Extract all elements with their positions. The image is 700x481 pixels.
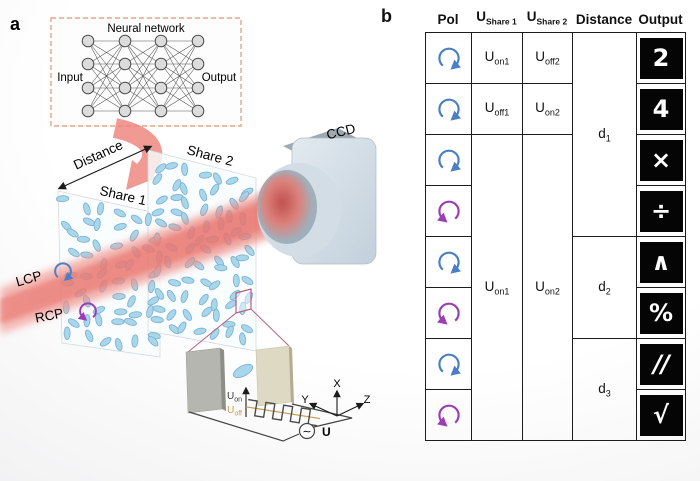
polarization-icon [437, 353, 461, 376]
table-row: √ [425, 389, 686, 441]
polarization-icon [437, 251, 461, 274]
lc-cell-inset: Uon Uoff ∼ U X Y Z [185, 345, 371, 442]
pol-cell [425, 236, 472, 288]
col-header-pol: Pol [437, 11, 459, 27]
distance-arrow [57, 145, 153, 190]
neural-network-title: Neural network [107, 23, 185, 35]
axis-x-label: X [333, 378, 341, 390]
results-table: Uon1 Uoff2 d1 2 Uoff1 Uon2 4 Uon1 Uon2 ×… [425, 32, 686, 441]
pol-cell [425, 83, 472, 135]
output-tile: // [639, 343, 683, 385]
u-share2-cell: Uon2 [522, 134, 573, 441]
panel-b-label: b [381, 6, 392, 26]
u-share1-cell: Uon1 [471, 134, 523, 441]
polarization-icon [436, 404, 460, 427]
u-off-label: Uoff [227, 405, 242, 418]
axis-z-label: Z [364, 394, 371, 406]
ccd-label: CCD [325, 121, 357, 143]
magnifier-rect [235, 288, 252, 314]
output-tile: √ [639, 394, 683, 436]
wire-left [188, 411, 300, 442]
u-share2-cell: Uon2 [522, 83, 573, 135]
lcp-arrow-icon [54, 262, 74, 281]
output-cell: 4 [636, 83, 686, 135]
pol-cell [425, 389, 472, 441]
neural-network-nodes [81, 34, 205, 118]
u-share2-cell: Uoff2 [522, 32, 573, 84]
distance-label: Distance [71, 137, 125, 172]
pol-cell [425, 185, 472, 237]
pol-cell [425, 338, 472, 390]
output-tile: × [639, 139, 683, 181]
u-share1-cell: Uoff1 [471, 83, 523, 135]
output-tile: ∧ [639, 241, 683, 283]
col-header-u-share2: UShare 2 [526, 9, 568, 27]
nn-input-label: Input [57, 72, 83, 84]
ccd-camera [257, 128, 377, 265]
u-on-label: Uon [227, 391, 242, 404]
u-share1-cell: Uon1 [471, 32, 523, 84]
table-row: Uoff1 Uon2 4 [425, 83, 686, 135]
output-cell: ∧ [636, 236, 686, 288]
output-tile: ÷ [639, 190, 683, 232]
output-tile: 4 [639, 88, 683, 130]
pol-cell [425, 287, 472, 339]
polarization-icon [436, 200, 460, 223]
square-wave [245, 398, 321, 427]
col-header-u-share1: UShare 1 [476, 9, 517, 27]
distance-cell: d2 [572, 236, 637, 339]
nn-output-label: Output [202, 72, 237, 84]
neural-network-edges [87, 40, 199, 112]
rcp-label: RCP [34, 305, 65, 325]
table-header-row: Pol UShare 1 UShare 2 Distance Output [425, 10, 685, 26]
output-cell: ÷ [636, 185, 686, 237]
distance-cell: d3 [572, 338, 637, 441]
distance-cell: d1 [572, 32, 637, 237]
table-row: % [425, 287, 686, 339]
ac-source-icon [298, 422, 316, 440]
magnifier [187, 288, 290, 353]
output-cell: × [636, 134, 686, 186]
polarization-icon [437, 98, 461, 121]
lc-molecule [232, 363, 254, 379]
panel-a-schematic: a Neural network Input Output Distance S… [0, 14, 377, 442]
output-cell: √ [636, 389, 686, 441]
light-beam [0, 185, 286, 334]
table-row: d2 ∧ [425, 236, 686, 339]
axis-y-label: Y [301, 394, 309, 406]
rcp-arrow-icon [77, 302, 97, 321]
panel-a-label: a [10, 14, 21, 34]
output-tile: % [639, 292, 683, 334]
table-row: Uon1 Uoff2 d1 2 [425, 32, 686, 237]
electrode-plate-left [185, 347, 223, 414]
pol-cell [425, 134, 472, 186]
polarization-icon [437, 149, 461, 172]
polarization-icon [437, 47, 461, 70]
beam-spot-on-lens [259, 173, 311, 239]
table-row: d3 // [425, 338, 686, 441]
voltage-source-label: U [322, 425, 331, 439]
output-cell: // [636, 338, 686, 390]
output-cell: % [636, 287, 686, 339]
pol-cell [425, 32, 472, 84]
coordinate-axes [308, 389, 365, 417]
table-row: Uon1 Uon2 × [425, 134, 686, 441]
col-header-output: Output [638, 11, 683, 27]
lcp-label: LCP [14, 268, 43, 290]
col-header-distance: Distance [575, 11, 633, 27]
output-cell: 2 [636, 32, 686, 84]
polarization-icon [436, 302, 460, 325]
electrode-plate-right [255, 345, 292, 407]
output-tile: 2 [639, 37, 683, 79]
ac-symbol: ∼ [302, 426, 311, 438]
